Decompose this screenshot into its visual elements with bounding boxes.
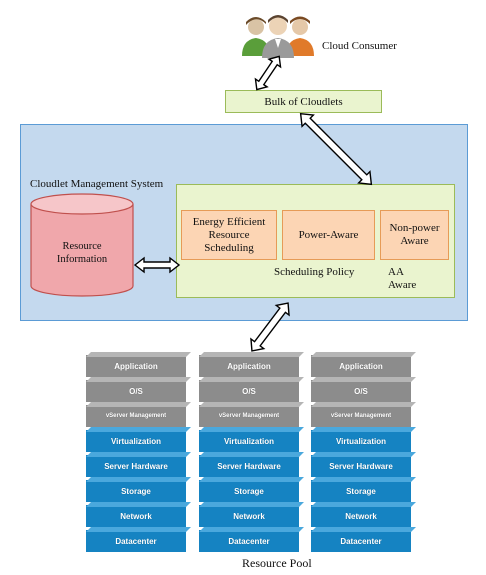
layer-server-hardware: Server Hardware [86,455,186,477]
layer-os: O/S [311,380,411,402]
layer-application: Application [311,355,411,377]
layer-server-hardware: Server Hardware [311,455,411,477]
resource-scheduling-arrow [133,256,181,274]
cloud-consumer-label: Cloud Consumer [322,40,397,52]
layer-application: Application [199,355,299,377]
aa-aware-label: AA Aware [388,266,417,291]
layer-application: Application [86,355,186,377]
layer-vserver-management: vServer Management [199,405,299,427]
layer-storage: Storage [199,480,299,502]
server-stack-3: Application O/S vServer Management Virtu… [311,355,411,555]
bulk-of-cloudlets-box: Bulk of Cloudlets [225,90,382,113]
layer-virtualization: Virtualization [199,430,299,452]
layer-vserver-management: vServer Management [86,405,186,427]
layer-virtualization: Virtualization [311,430,411,452]
resource-information-label: Resource Information [56,241,108,265]
power-aware-box: Power-Aware [282,210,375,260]
people-icon [238,12,318,60]
consumer-bulk-arrow [254,55,282,91]
layer-server-hardware: Server Hardware [199,455,299,477]
power-aware-label: Power-Aware [298,228,359,241]
layer-network: Network [199,505,299,527]
layer-network: Network [86,505,186,527]
layer-storage: Storage [86,480,186,502]
non-power-aware-label: Non-power Aware [389,222,440,247]
scheduling-pool-arrow [250,302,290,352]
layer-virtualization: Virtualization [86,430,186,452]
layer-storage: Storage [311,480,411,502]
server-stack-1: Application O/S vServer Management Virtu… [86,355,186,555]
layer-datacenter: Datacenter [199,530,299,552]
bulk-scheduling-arrow [299,112,373,186]
server-stack-2: Application O/S vServer Management Virtu… [199,355,299,555]
non-power-aware-box: Non-power Aware [380,210,449,260]
resource-information-database [29,192,135,298]
energy-efficient-label: Energy Efficient Resource Scheduling [192,215,266,254]
layer-os: O/S [86,380,186,402]
energy-efficient-scheduling-box: Energy Efficient Resource Scheduling [181,210,277,260]
layer-datacenter: Datacenter [86,530,186,552]
scheduling-policy-label: Scheduling Policy [274,266,355,278]
layer-datacenter: Datacenter [311,530,411,552]
cms-title: Cloudlet Management System [30,178,164,190]
bulk-of-cloudlets-label: Bulk of Cloudlets [264,95,343,108]
layer-vserver-management: vServer Management [311,405,411,427]
resource-pool-label: Resource Pool [242,556,312,570]
layer-os: O/S [199,380,299,402]
layer-network: Network [311,505,411,527]
